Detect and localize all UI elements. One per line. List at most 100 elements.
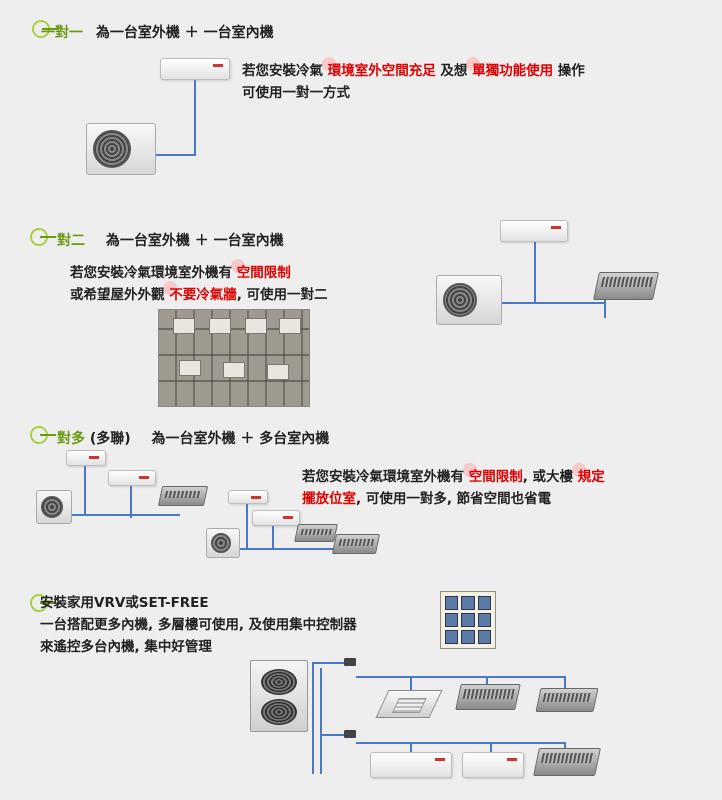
refrigerant-pipe bbox=[564, 742, 566, 752]
fan-icon bbox=[261, 699, 297, 725]
ducted-unit-icon bbox=[157, 486, 209, 506]
central-controller-icon bbox=[440, 591, 496, 649]
section-description: 若您安裝冷氣 環境室外空間充足 及想 單獨功能使用 操作 可使用一對一方式 bbox=[242, 60, 585, 104]
photo-ac-unit bbox=[267, 364, 289, 380]
highlight-text: 規定 bbox=[577, 469, 605, 485]
vrv-outdoor-unit-icon bbox=[250, 660, 308, 732]
ducted-unit-icon bbox=[455, 684, 521, 710]
photo-ac-unit bbox=[279, 318, 301, 334]
text-segment: , 可使用一對二 bbox=[236, 287, 328, 303]
refrigerant-pipe bbox=[564, 676, 566, 690]
description-line: 或希望屋外外觀 不要冷氣牆, 可使用一對二 bbox=[70, 284, 328, 306]
fan-icon bbox=[41, 496, 63, 518]
outdoor-unit-icon bbox=[436, 275, 502, 325]
ducted-unit-icon bbox=[533, 748, 601, 776]
refrigerant-pipe bbox=[356, 676, 566, 678]
refrigerant-pipe bbox=[604, 300, 606, 318]
section-heading: 安裝家用VRV或SET-FREE bbox=[40, 595, 209, 611]
fan-icon bbox=[93, 130, 131, 168]
refrigerant-pipe bbox=[534, 242, 536, 304]
indoor-wall-unit-icon bbox=[66, 450, 106, 466]
indoor-wall-unit-icon bbox=[252, 510, 300, 526]
refrigerant-pipe bbox=[490, 742, 492, 752]
photo-ac-unit bbox=[209, 318, 231, 334]
section-description: 若您安裝冷氣環境室外機有 空間限制 或希望屋外外觀 不要冷氣牆, 可使用一對二 bbox=[70, 262, 328, 306]
text-segment: , 或大樓 bbox=[522, 469, 578, 485]
refrigerant-pipe bbox=[130, 486, 132, 518]
refrigerant-pipe bbox=[410, 676, 412, 690]
section-heading: 對二 為一台室外機 ＋ 一台室內機 bbox=[57, 230, 284, 250]
description-line: 擺放位室, 可使用一對多, 節省空間也省電 bbox=[302, 488, 605, 510]
text-segment: 若您安裝冷氣 bbox=[242, 63, 328, 79]
outdoor-unit-icon bbox=[86, 123, 156, 175]
heading-prefix: 對二 bbox=[57, 233, 85, 249]
heading-prefix: 對多 bbox=[57, 431, 85, 447]
building-photo bbox=[158, 309, 310, 407]
description-line: 若您安裝冷氣環境室外機有 空間限制, 或大樓 規定 bbox=[302, 466, 605, 488]
heading-prefix: 一對一 bbox=[41, 25, 83, 41]
check-circle-icon bbox=[32, 20, 58, 38]
branch-joint-icon bbox=[344, 658, 356, 666]
photo-ac-unit bbox=[223, 362, 245, 378]
description-line: 若您安裝冷氣環境室外機有 空間限制 bbox=[70, 262, 328, 284]
section-heading: 對多 (多聯) 為一台室外機 ＋ 多台室內機 bbox=[57, 428, 329, 448]
highlight-text: 空間限制 bbox=[236, 265, 291, 281]
photo-ac-unit bbox=[245, 318, 267, 334]
cassette-unit-icon bbox=[375, 690, 443, 718]
highlight-text: 環境室外空間充足 bbox=[327, 63, 436, 79]
refrigerant-pipe bbox=[312, 662, 352, 664]
text-segment: 若您安裝冷氣環境室外機有 bbox=[70, 265, 237, 281]
refrigerant-pipe bbox=[486, 676, 488, 686]
photo-ac-unit bbox=[173, 318, 195, 334]
refrigerant-pipe bbox=[84, 466, 86, 516]
heading-text: 為一台室外機 ＋ 多台室內機 bbox=[151, 431, 330, 447]
section-heading: 一對一 為一台室外機 ＋ 一台室內機 bbox=[41, 22, 274, 42]
indoor-wall-unit-icon bbox=[462, 752, 524, 778]
description-line: 可使用一對一方式 bbox=[242, 82, 585, 104]
fan-icon bbox=[211, 533, 231, 553]
indoor-wall-unit-icon bbox=[500, 220, 568, 242]
refrigerant-pipe bbox=[272, 526, 274, 550]
highlight-text: 不要冷氣牆 bbox=[169, 287, 237, 303]
text-segment: 或希望屋外外觀 bbox=[70, 287, 170, 303]
description-line: 來遙控多台內機, 集中好管理 bbox=[40, 639, 212, 655]
refrigerant-pipe bbox=[312, 664, 314, 774]
indoor-wall-unit-icon bbox=[160, 58, 230, 80]
fan-icon bbox=[261, 669, 297, 695]
refrigerant-pipe bbox=[232, 548, 362, 550]
fan-icon bbox=[443, 283, 477, 317]
outdoor-unit-icon bbox=[206, 528, 240, 558]
refrigerant-pipe bbox=[500, 302, 606, 304]
ducted-unit-icon bbox=[535, 688, 599, 712]
refrigerant-pipe bbox=[68, 514, 180, 516]
text-segment: 若您安裝冷氣環境室外機有 bbox=[302, 469, 469, 485]
outdoor-unit-icon bbox=[36, 490, 72, 524]
indoor-wall-unit-icon bbox=[228, 490, 268, 504]
check-circle-icon bbox=[30, 594, 56, 612]
refrigerant-pipe bbox=[320, 668, 322, 774]
heading-text: 為一台室外機 ＋ 一台室內機 bbox=[105, 233, 284, 249]
indoor-wall-unit-icon bbox=[370, 752, 452, 778]
photo-ac-unit bbox=[179, 360, 201, 376]
text-segment: , 可使用一對多, 節省空間也省電 bbox=[356, 491, 552, 507]
ducted-unit-icon bbox=[331, 534, 381, 554]
highlight-text: 擺放位室 bbox=[302, 491, 356, 507]
highlight-text: 單獨功能使用 bbox=[472, 63, 554, 79]
text-segment: 操作 bbox=[553, 63, 585, 79]
description-line: 若您安裝冷氣 環境室外空間充足 及想 單獨功能使用 操作 bbox=[242, 60, 585, 82]
ducted-unit-icon bbox=[294, 524, 338, 542]
check-circle-icon bbox=[30, 426, 56, 444]
refrigerant-pipe bbox=[320, 734, 352, 736]
refrigerant-pipe bbox=[152, 154, 196, 156]
heading-text: 為一台室外機 ＋ 一台室內機 bbox=[95, 25, 274, 41]
refrigerant-pipe bbox=[356, 742, 566, 744]
refrigerant-pipe bbox=[194, 80, 196, 155]
highlight-text: 空間限制 bbox=[468, 469, 523, 485]
section-description: 安裝家用VRV或SET-FREE 一台搭配更多內機, 多層樓可使用, 及使用集中… bbox=[40, 592, 357, 658]
ducted-unit-icon bbox=[593, 272, 659, 300]
section-description: 若您安裝冷氣環境室外機有 空間限制, 或大樓 規定 擺放位室, 可使用一對多, … bbox=[302, 466, 605, 510]
heading-suffix: (多聯) bbox=[89, 431, 131, 447]
check-circle-icon bbox=[30, 228, 56, 246]
description-line: 一台搭配更多內機, 多層樓可使用, 及使用集中控制器 bbox=[40, 617, 357, 633]
text-segment: 及想 bbox=[435, 63, 473, 79]
